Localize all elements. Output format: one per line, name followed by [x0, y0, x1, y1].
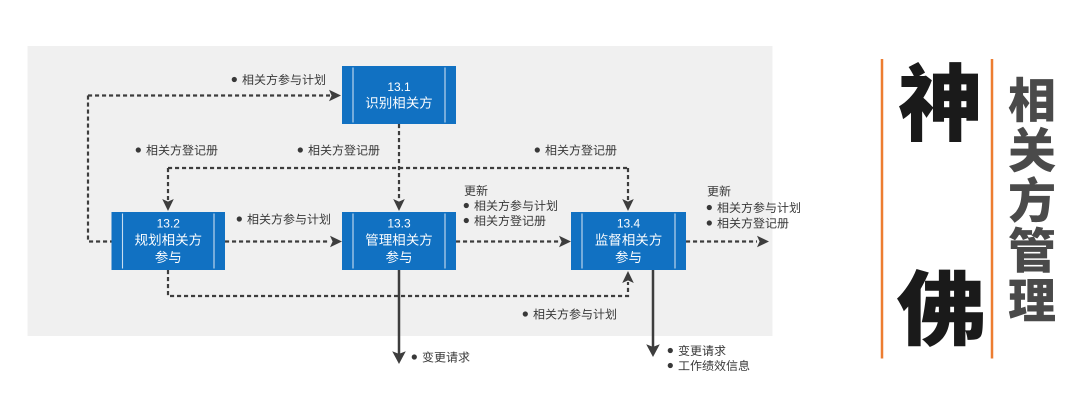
svg-text:13.1: 13.1 [387, 80, 411, 94]
svg-text:13.4: 13.4 [617, 216, 641, 230]
svg-text:13.2: 13.2 [157, 216, 181, 230]
svg-text:13.3: 13.3 [387, 216, 411, 230]
